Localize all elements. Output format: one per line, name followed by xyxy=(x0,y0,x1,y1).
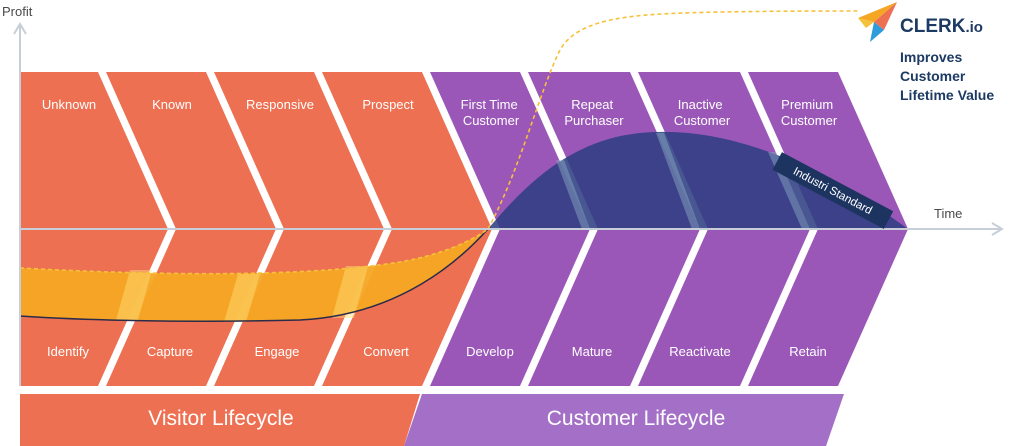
stage-label-convert: Convert xyxy=(363,344,409,359)
stage-label-premium: Premium xyxy=(781,97,833,112)
clerk-area-dashed-edge xyxy=(19,228,489,275)
clerk-brand-name: CLERK xyxy=(900,16,966,37)
standard-curve-baseline xyxy=(19,228,489,322)
clerk-logo-icon xyxy=(858,2,897,42)
svg-text:Repeat Purchaser: Repeat Purchaser xyxy=(564,97,624,128)
x-axis-label: Time xyxy=(934,206,962,221)
customer-lifecycle-label: Customer Lifecycle xyxy=(547,407,726,430)
svg-text:Prospect: Prospect xyxy=(362,97,414,112)
stage-label-inactive-customer: Customer xyxy=(674,113,731,128)
svg-text:CLERK.io: CLERK.io xyxy=(900,16,983,37)
visitor-lifecycle-band xyxy=(20,394,420,446)
standard-curve-area xyxy=(488,131,908,229)
stage-label-inactive: Inactive xyxy=(678,97,723,112)
visitor-lifecycle-label: Visitor Lifecycle xyxy=(148,407,294,430)
stage-label-capture: Capture xyxy=(147,344,193,359)
x-axis-arrow xyxy=(991,222,1004,236)
clerk-brand: CLERK.io Improves Customer Lifetime Valu… xyxy=(858,2,994,103)
bottom-stage-labels: Identify Capture Engage Convert Develop … xyxy=(47,344,827,359)
stage-label-known: Known xyxy=(152,97,192,112)
svg-text:Premium Customer: Premium Customer xyxy=(781,97,838,128)
stage-label-develop: Develop xyxy=(466,344,514,359)
stage-label-mature: Mature xyxy=(572,344,612,359)
svg-text:Inactive Customer: Inactive Customer xyxy=(674,97,731,128)
y-axis-arrow xyxy=(13,22,27,35)
stage-label-responsive: Responsive xyxy=(246,97,314,112)
top-stage-labels: Unknown Known Responsive Prospect First … xyxy=(42,97,838,128)
stage-label-reactivate: Reactivate xyxy=(669,344,730,359)
stage-label-prospect: Prospect xyxy=(362,97,414,112)
svg-text:Unknown: Unknown xyxy=(42,97,96,112)
tagline-line-1: Improves xyxy=(900,49,962,65)
customer-lifecycle-band xyxy=(404,394,844,446)
lifecycle-bands: Visitor Lifecycle Customer Lifecycle xyxy=(20,394,844,446)
stage-label-engage: Engage xyxy=(255,344,300,359)
stage-label-repeat: Repeat xyxy=(571,97,613,112)
axes: Profit Time xyxy=(2,4,1004,386)
svg-text:Known: Known xyxy=(152,97,192,112)
stage-label-retain: Retain xyxy=(789,344,827,359)
stage-label-unknown: Unknown xyxy=(42,97,96,112)
svg-text:First Time Customer: First Time Customer xyxy=(461,97,522,128)
clerk-area xyxy=(20,229,488,322)
y-axis-label: Profit xyxy=(2,4,33,19)
svg-text:Responsive: Responsive xyxy=(246,97,314,112)
stage-label-first-time-customer: Customer xyxy=(463,113,520,128)
stage-label-premium-customer: Customer xyxy=(781,113,838,128)
stage-label-first-time: First Time xyxy=(461,97,518,112)
stage-label-identify: Identify xyxy=(47,344,89,359)
tagline-line-3: Lifetime Value xyxy=(900,87,994,103)
stage-label-repeat-purchaser: Purchaser xyxy=(564,113,624,128)
tagline-line-2: Customer xyxy=(900,68,966,84)
clerk-brand-suffix: .io xyxy=(965,19,983,36)
svg-text:Improves Customer: Improves Customer Lifetime Value xyxy=(900,49,994,103)
clerk-growth-curve xyxy=(487,10,861,230)
